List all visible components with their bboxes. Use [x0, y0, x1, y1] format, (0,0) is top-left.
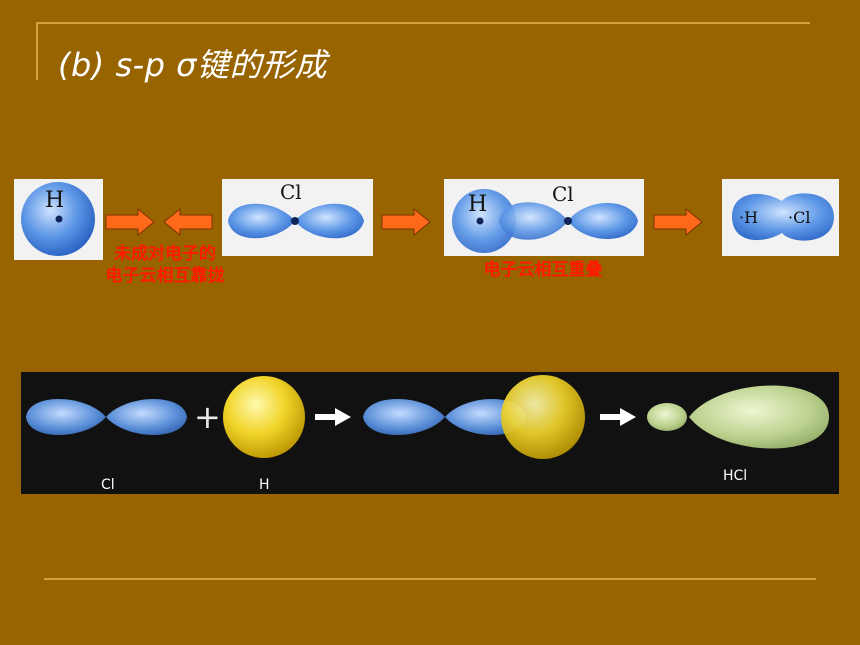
overlap-cl-left-lobe: [499, 202, 568, 240]
orbital-overlap-strip: + Cl H HCl: [21, 372, 839, 494]
strip-arrow-icon: [315, 408, 351, 426]
overlap-figure: H Cl: [452, 182, 638, 253]
overlap-cl-label: Cl: [552, 182, 574, 206]
hcl-result-panel: ·H ·Cl: [722, 179, 839, 256]
strip-overlap-cl-left-lobe: [363, 398, 445, 436]
bottom-rule: [44, 578, 816, 580]
hcl-h-label: ·H: [739, 208, 758, 227]
strip-cl-left-lobe: [26, 398, 106, 436]
cl-p-left-lobe: [228, 203, 295, 239]
strip-hcl-large-lobe: [689, 385, 829, 449]
strip-hcl-label: HCl: [723, 468, 747, 484]
slide-title: (b) s-p σ键的形成: [58, 46, 327, 84]
right-arrow-icon: [381, 207, 431, 237]
h-s-orbital-panel: H: [14, 179, 103, 260]
strip-h-label: H: [259, 477, 270, 493]
cl-p-orbital-figure: Cl: [228, 180, 364, 239]
strip-arrow-icon: [600, 408, 636, 426]
overlap-caption: 电子云相互重叠: [483, 260, 603, 280]
left-rule: [36, 22, 38, 80]
plus-sign: +: [194, 398, 221, 436]
overlap-h-s-orbital: [452, 189, 516, 253]
hcl-cl-label: ·Cl: [788, 208, 810, 227]
strip-h-s-orbital: [223, 376, 305, 458]
overlap-cl-nucleus-dot: [564, 217, 572, 225]
overlap-panel: H Cl: [444, 179, 644, 256]
approach-caption: 未成对电子的 电子云相互靠拢: [82, 243, 248, 287]
approach-caption-line2: 电子云相互靠拢: [105, 266, 225, 286]
strip-hcl-small-lobe: [647, 403, 687, 431]
strip-overlap-h-s-orbital: [501, 375, 585, 459]
cl-atom-label: Cl: [280, 180, 302, 204]
right-arrow-icon: [653, 207, 703, 237]
top-rule: [36, 22, 810, 24]
cl-p-right-lobe: [295, 203, 364, 239]
cl-nucleus-dot: [291, 217, 299, 225]
hcl-result-figure: ·H ·Cl: [732, 193, 834, 241]
hcl-bonding-cloud: [732, 193, 834, 241]
left-arrow-icon: [163, 207, 213, 237]
strip-cl-label: Cl: [101, 477, 115, 493]
orbital-overlap-strip-figure: + Cl H HCl: [26, 375, 829, 493]
right-arrow-icon: [105, 207, 155, 237]
h-nucleus-dot: [55, 215, 63, 223]
h-atom-label: H: [45, 188, 64, 213]
overlap-h-label: H: [468, 192, 487, 217]
h-s-orbital-figure: H: [21, 182, 95, 256]
approach-caption-line1: 未成对电子的: [114, 244, 216, 264]
overlap-cl-right-lobe: [568, 203, 638, 239]
cl-p-orbital-panel: Cl: [222, 179, 373, 256]
overlap-h-nucleus-dot: [476, 217, 484, 225]
strip-cl-right-lobe: [106, 398, 187, 436]
